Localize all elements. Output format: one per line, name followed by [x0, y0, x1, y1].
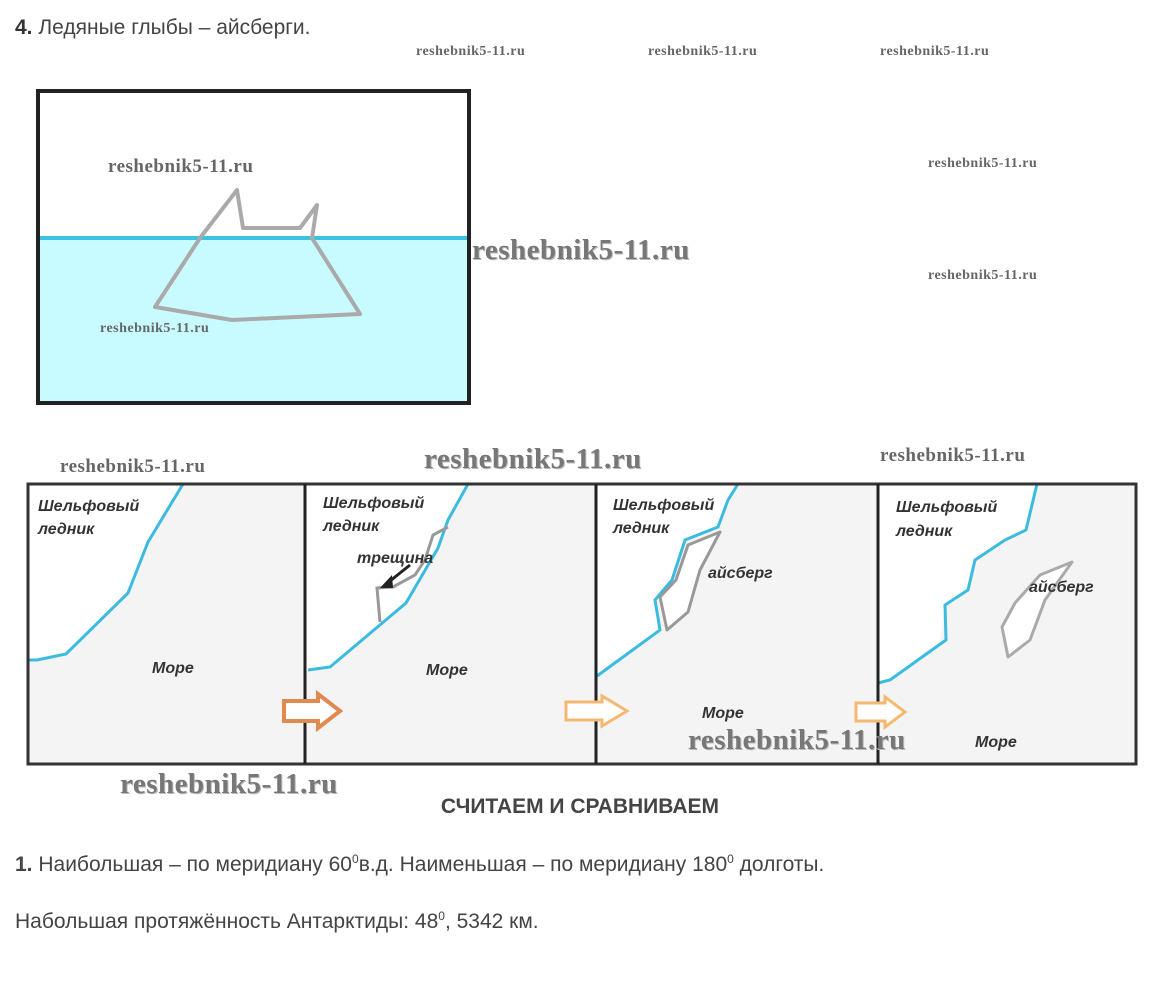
coastline-3 — [596, 483, 740, 678]
shelf-label: Шельфовый — [613, 497, 714, 514]
arrow-right-icon — [564, 693, 630, 729]
task-title: 4. Ледяные глыбы – айсберги. — [15, 16, 311, 40]
sea-label: Море — [975, 734, 1017, 751]
shelf-glacier-4 — [878, 484, 1037, 683]
answer-number: 1. — [15, 853, 33, 876]
panels-frame — [26, 482, 1138, 766]
iceberg-cross-section — [36, 89, 471, 405]
sea-label: Море — [152, 660, 194, 677]
watermark: reshebnik5-11.ru — [688, 724, 906, 756]
arrow-right-icon — [282, 689, 344, 733]
crack-label: трещина — [357, 550, 433, 567]
watermark: reshebnik5-11.ru — [928, 156, 1038, 171]
watermark: reshebnik5-11.ru — [60, 456, 206, 477]
watermark: reshebnik5-11.ru — [648, 44, 758, 59]
iceberg-label: айсберг — [1029, 579, 1094, 596]
degree-sup: 0 — [727, 852, 734, 866]
coastline-1 — [28, 483, 185, 662]
crack-outline — [375, 525, 449, 623]
answer-text: , 5342 км. — [444, 910, 539, 933]
degree-sup: 0 — [438, 909, 445, 923]
watermark: reshebnik5-11.ru — [928, 268, 1038, 283]
shelf-glacier-2 — [305, 484, 468, 670]
iceberg-diagrams: Шельфовый ледник Море Шельфовый ледник т… — [26, 89, 1138, 766]
shelf-label: Шельфовый — [38, 498, 139, 515]
iceberg-3 — [658, 530, 722, 632]
shelf-label: ледник — [895, 523, 953, 540]
iceberg-4 — [1000, 560, 1074, 659]
shelf-glacier-1 — [28, 484, 183, 660]
coastline-2 — [307, 483, 470, 672]
answer-text: долготы. — [733, 853, 825, 876]
degree-sup: 0 — [352, 852, 359, 866]
iceberg-outline — [153, 188, 362, 322]
watermark: reshebnik5-11.ru — [880, 44, 990, 59]
sea-label: Море — [426, 662, 468, 679]
watermark: reshebnik5-11.ru — [100, 321, 210, 336]
answer-1: 1. Наибольшая – по меридиану 600в.д. Наи… — [15, 852, 824, 877]
watermark: reshebnik5-11.ru — [416, 44, 526, 59]
shelf-label: Шельфовый — [896, 499, 997, 516]
iceberg-formation-panels: Шельфовый ледник Море Шельфовый ледник т… — [26, 482, 1138, 766]
shelf-label: ледник — [322, 518, 380, 535]
answer-2: Набольшая протяжённость Антарктиды: 480,… — [15, 909, 539, 934]
coastline-4 — [877, 483, 1039, 685]
watermark: reshebnik5-11.ru — [472, 234, 690, 266]
answer-text: Набольшая протяжённость Антарктиды: 48 — [15, 910, 439, 933]
iceberg-label: айсберг — [708, 565, 773, 582]
watermark: reshebnik5-11.ru — [108, 156, 254, 177]
answer-text: в.д. Наименьшая – по меридиану 180 — [358, 853, 728, 876]
task-number: 4. — [15, 16, 33, 39]
watermark: reshebnik5-11.ru — [880, 445, 1026, 466]
crack-arrowhead — [380, 575, 393, 588]
section-heading: СЧИТАЕМ И СРАВНИВАЕМ — [440, 795, 720, 818]
watermark: reshebnik5-11.ru — [120, 768, 338, 800]
shelf-label: Шельфовый — [323, 495, 424, 512]
answer-text: Наибольшая – по меридиану 60 — [38, 853, 352, 876]
task-title-text: Ледяные глыбы – айсберги. — [38, 16, 311, 39]
arrow-right-icon — [854, 694, 908, 730]
shelf-label: ледник — [612, 520, 670, 537]
sea-label: Море — [702, 705, 744, 722]
watermark: reshebnik5-11.ru — [424, 443, 642, 475]
diagram-frame — [36, 89, 471, 405]
shelf-label: ледник — [37, 521, 95, 538]
